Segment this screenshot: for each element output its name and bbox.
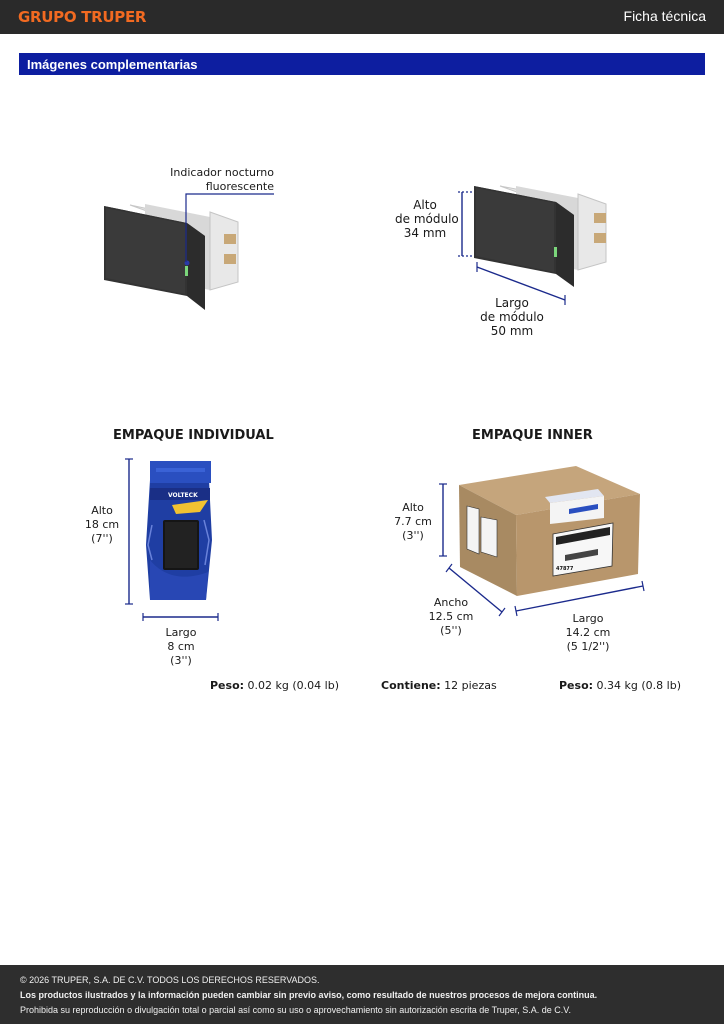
label-line: Alto [402,501,424,514]
inner-length-label: Largo 14.2 cm (5 1/2'') [560,612,616,654]
individual-weight: Peso: 0.02 kg (0.04 lb) [210,679,339,692]
weight-value: 0.02 kg (0.04 lb) [247,679,339,692]
footer-notice: Los productos ilustrados y la informació… [20,990,598,1000]
contents-value: 12 piezas [444,679,497,692]
label-line: (3'') [170,654,192,667]
label-line: 14.2 cm [565,626,611,639]
indicator-label-line: Indicador nocturno [170,166,274,179]
inner-width-label: Ancho 12.5 cm (5'') [428,596,474,638]
label-line: 12.5 cm [428,610,474,623]
module-height-label: Alto de módulo 34 mm [395,198,459,240]
inner-height-label: Alto 7.7 cm (3'') [393,501,433,543]
footer-legal: Prohibida su reproducción o divulgación … [20,1005,571,1015]
weight-value: 0.34 kg (0.8 lb) [596,679,681,692]
label-line: Alto [413,198,437,212]
top-bar: GRUPO TRUPER Ficha técnica [0,0,724,34]
inner-box-image: 47877 [439,466,645,617]
switch-image-dimensions [458,185,607,305]
individual-height-label: Alto 18 cm (7'') [82,504,122,546]
label-line: (3'') [402,529,424,542]
inner-package-heading: EMPAQUE INNER [472,428,593,443]
individual-length-label: Largo 8 cm (3'') [160,626,202,668]
individual-package-heading: EMPAQUE INDIVIDUAL [113,428,274,443]
label-line: (5'') [440,624,462,637]
label-line: Largo [165,626,197,639]
module-length-label: Largo de módulo 50 mm [480,296,544,338]
label-line: de módulo [395,212,459,226]
label-line: Ancho [433,596,469,609]
label-line: (7'') [91,532,113,545]
label-line: Alto [91,504,113,517]
product-illustrations: VOLTECK 47877 [104,185,645,621]
inner-contents: Contiene: 12 piezas [381,679,497,692]
label-line: 7.7 cm [394,515,432,528]
footer-copyright: © 2026 TRUPER, S.A. DE C.V. TODOS LOS DE… [20,975,320,985]
package-brand-text: VOLTECK [168,492,198,499]
section-bar: Imágenes complementarias [19,53,705,75]
label-line: Largo [495,296,529,310]
label-line: 50 mm [490,324,534,338]
brand-logo: GRUPO TRUPER [18,8,147,26]
label-line: de módulo [480,310,544,324]
label-line: (5 1/2'') [566,640,610,653]
box-code-text: 47877 [556,566,574,572]
inner-weight: Peso: 0.34 kg (0.8 lb) [559,679,681,692]
label-line: 18 cm [84,518,120,531]
footer: © 2026 TRUPER, S.A. DE C.V. TODOS LOS DE… [0,965,724,1024]
contents-label: Contiene: [381,679,441,692]
label-line: 34 mm [403,226,447,240]
section-title: Imágenes complementarias [27,57,198,72]
indicator-label: Indicador nocturno fluorescente [160,166,274,194]
individual-package-image: VOLTECK [125,458,219,621]
document-type: Ficha técnica [623,8,706,24]
indicator-label-line: fluorescente [205,180,274,193]
label-line: 8 cm [167,640,195,653]
weight-label: Peso: [210,679,245,692]
label-line: Largo [572,612,604,625]
switch-image-front [104,193,274,310]
weight-label: Peso: [559,679,594,692]
